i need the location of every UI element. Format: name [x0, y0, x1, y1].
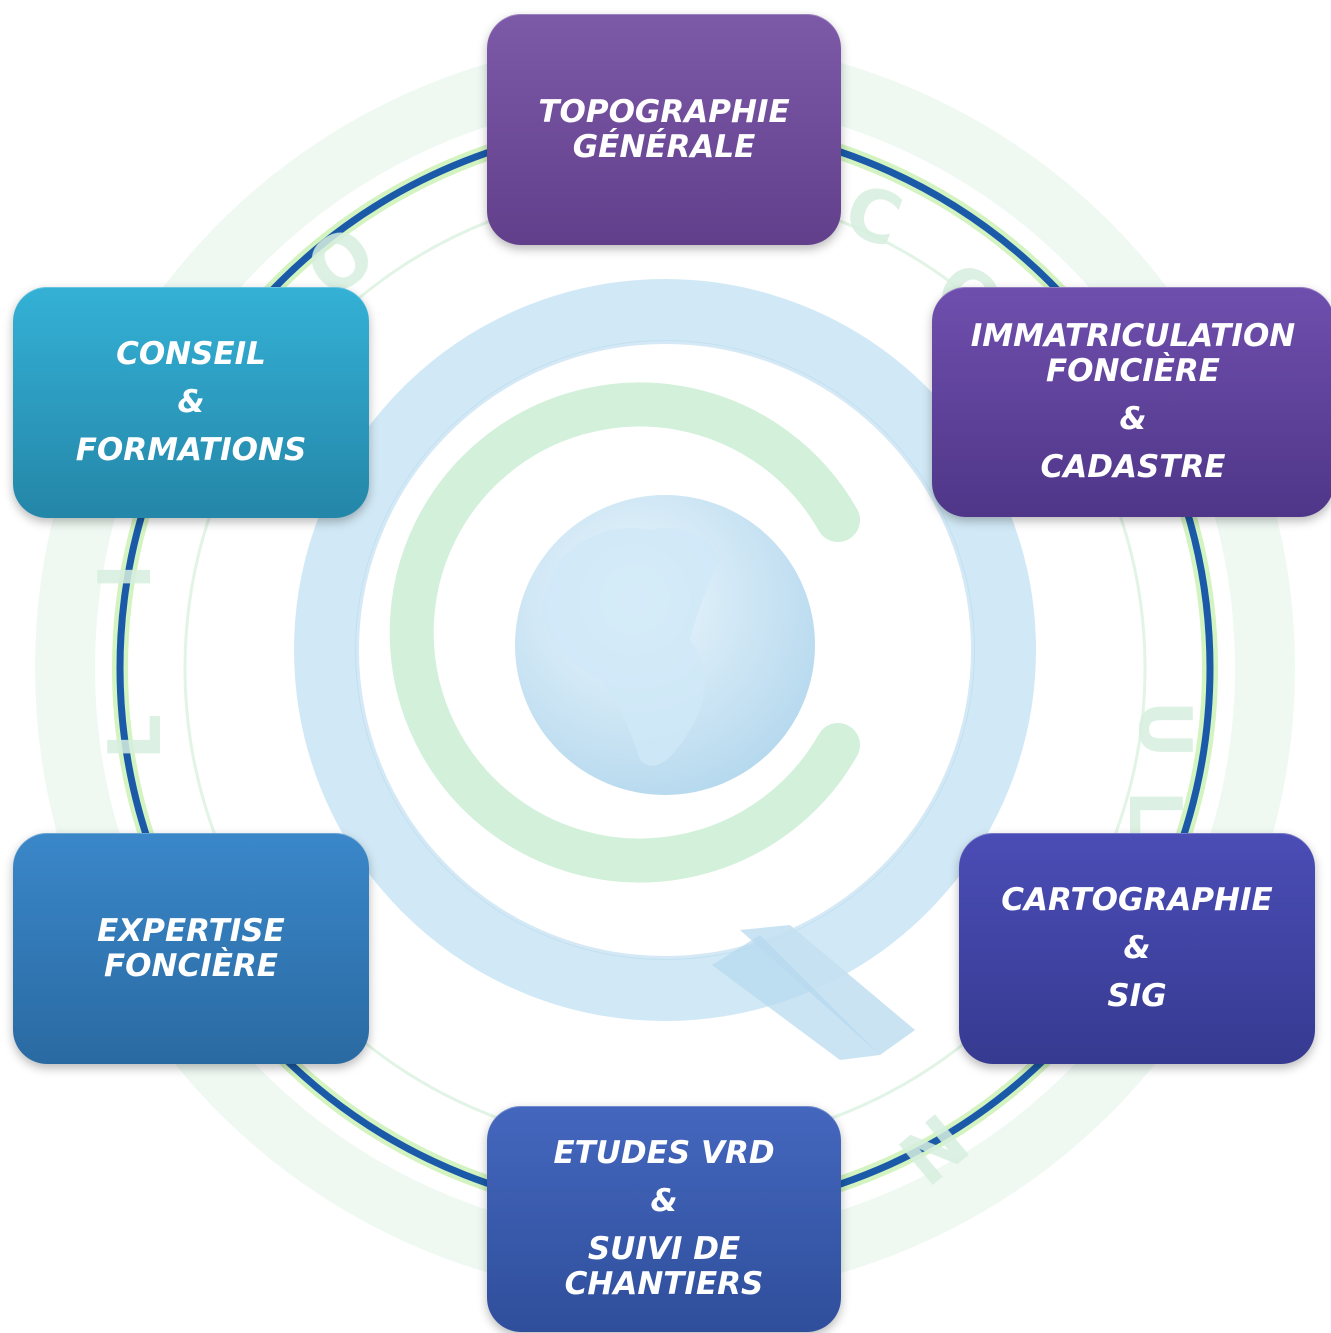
- globe-continents: [540, 528, 720, 766]
- node-text-line: TOPOGRAPHIE: [538, 93, 790, 130]
- node-text-line: &: [1119, 401, 1147, 437]
- node-text-line: CADASTRE: [1040, 449, 1226, 485]
- logo-q-ring: [294, 279, 1036, 1021]
- node-text-line: CARTOGRAPHIE: [1001, 882, 1273, 918]
- watermark-letter: L: [1113, 790, 1197, 836]
- watermark-letter: U: [1123, 700, 1207, 758]
- logo-q-tail: [740, 925, 915, 1055]
- node-text-line: CHANTIERS: [564, 1266, 764, 1302]
- node-text-line: GÉNÉRALE: [572, 128, 756, 165]
- node-text-line: FONCIÈRE: [1046, 353, 1220, 389]
- node-text-line: FORMATIONS: [75, 432, 307, 468]
- watermark-letter: L: [93, 714, 177, 760]
- node-text-line: FONCIÈRE: [104, 947, 278, 984]
- node-text-line: ETUDES VRD: [553, 1135, 775, 1171]
- node-cartographie-sig: CARTOGRAPHIE & SIG: [959, 833, 1315, 1064]
- node-text-line: EXPERTISE: [97, 912, 285, 949]
- node-text-line: IMMATRICULATION: [970, 318, 1296, 354]
- logo-c-arc: [389, 382, 860, 883]
- logo-q-tail-shadow: [712, 935, 880, 1060]
- node-text-line: &: [650, 1183, 678, 1219]
- node-conseil-formations: CONSEIL & FORMATIONS: [13, 287, 369, 518]
- node-text-line: SIG: [1107, 978, 1167, 1014]
- node-text-line: CONSEIL: [116, 336, 266, 372]
- logo-q-ring-inner-edge: [355, 340, 975, 960]
- node-text-line: SUIVI DE: [587, 1231, 741, 1267]
- watermark-letter: I: [83, 563, 167, 590]
- node-text-line: &: [177, 384, 205, 420]
- node-text-line: &: [1123, 930, 1151, 966]
